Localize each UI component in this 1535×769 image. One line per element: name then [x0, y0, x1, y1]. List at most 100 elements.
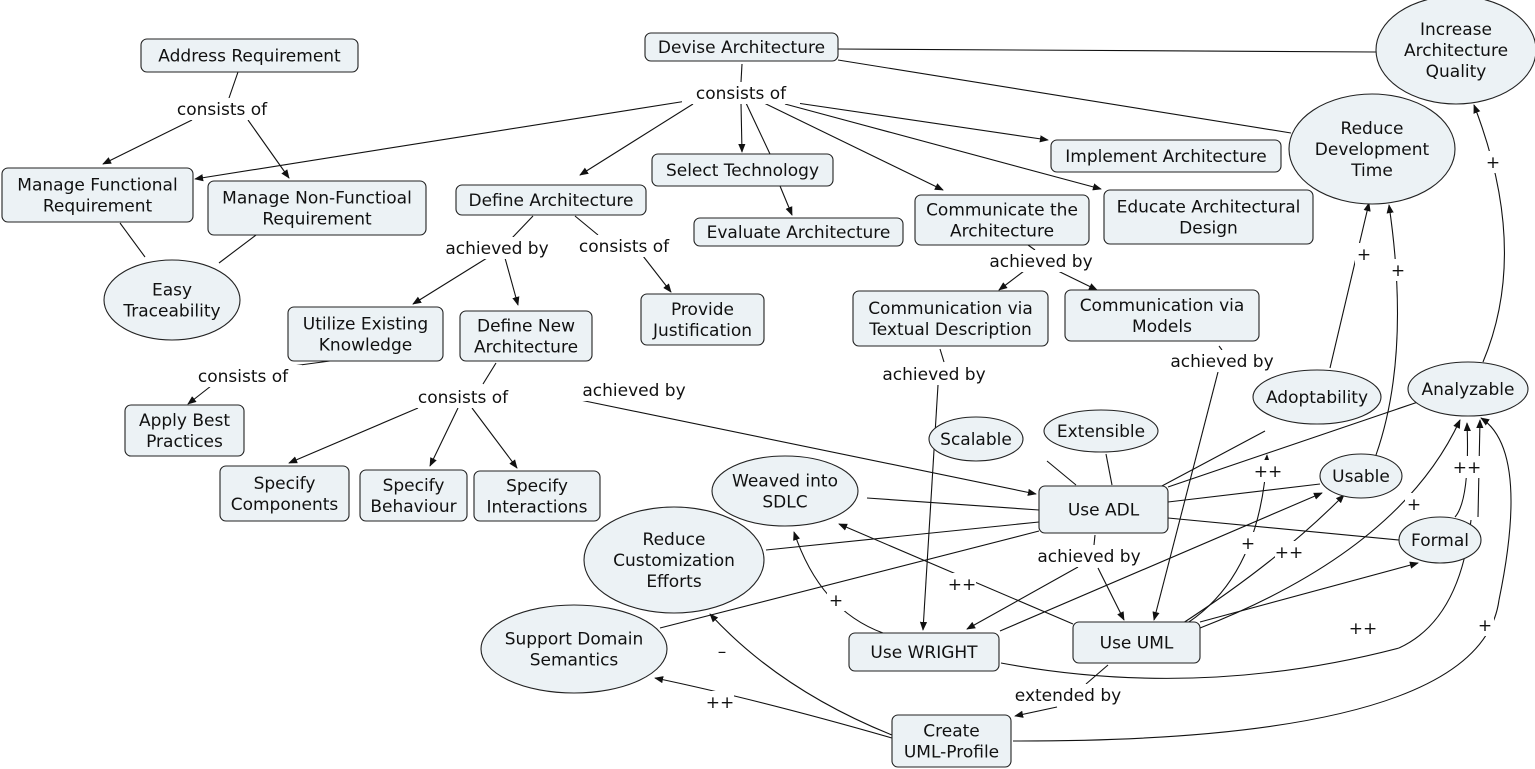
concept-select-technology[interactable]: Select Technology [651, 153, 834, 187]
edge-sign-pl-usable-dev: + [1389, 259, 1407, 281]
concept-shape [219, 465, 350, 522]
concept-shape [459, 310, 593, 362]
concept-use-adl[interactable]: Use ADL [1038, 485, 1169, 534]
connector-line-28 [429, 407, 459, 467]
linking-phrase-consists-devise: consists of [682, 82, 800, 104]
label-text: + [1478, 616, 1492, 636]
edge-sign-pl-profile-cust: – [713, 640, 731, 662]
concept-extensible[interactable]: Extensible [1043, 409, 1159, 453]
label-background [1405, 493, 1423, 515]
label-text: ++ [1453, 458, 1482, 478]
connector-line-42 [659, 530, 1040, 629]
connector-line-52 [999, 492, 1323, 632]
connector-line-48 [1014, 706, 1058, 718]
concept-shape [914, 194, 1090, 246]
concept-shape [891, 714, 1012, 768]
concept-shape [711, 455, 859, 527]
connector-line-29 [471, 407, 518, 469]
concept-analyzable[interactable]: Analyzable [1407, 361, 1529, 417]
concept-shape [644, 32, 839, 62]
concept-use-uml[interactable]: Use UML [1072, 621, 1201, 664]
linking-phrase-achieved-comm: achieved by [982, 250, 1100, 272]
concept-shape [103, 259, 241, 341]
concept-adoptability[interactable]: Adoptability [1252, 369, 1382, 425]
concept-shape [1038, 485, 1169, 534]
connector-line-66 [654, 676, 893, 739]
concept-shape [583, 506, 765, 614]
connector-line-15 [511, 215, 534, 239]
edge-sign-pl-uml-analyz: + [1405, 493, 1423, 515]
label-background [1355, 243, 1373, 265]
concept-shape [1288, 93, 1456, 205]
concept-shape [848, 632, 1000, 672]
concept-scalable[interactable]: Scalable [928, 416, 1024, 462]
concept-devise-architecture[interactable]: Devise Architecture [644, 32, 839, 62]
connector-line-34 [1152, 371, 1219, 621]
concept-address-requirement[interactable]: Address Requirement [140, 38, 359, 73]
concept-formal[interactable]: Formal [1398, 516, 1482, 564]
concept-use-wright[interactable]: Use WRIGHT [848, 632, 1000, 672]
concept-label: Usable [1332, 467, 1390, 487]
connector-line-7 [763, 102, 944, 191]
label-text: + [1241, 534, 1255, 554]
label-background [1239, 532, 1257, 554]
concept-define-architecture[interactable]: Define Architecture [455, 184, 647, 216]
label-text: achieved by [582, 381, 685, 401]
linking-phrase-consists-define: consists of [565, 235, 683, 257]
connector-line-36 [1105, 453, 1113, 486]
concept-label: Adoptability [1266, 388, 1368, 408]
concept-shape [1375, 0, 1535, 105]
connector-line-46 [1097, 567, 1125, 621]
concept-shape [1043, 409, 1159, 453]
edge-sign-pl-uml-adopt: ++ [1254, 460, 1282, 482]
concept-implement-architecture[interactable]: Implement Architecture [1050, 139, 1282, 173]
edge-sign-pl-increase: + [1484, 151, 1502, 173]
label-text: ++ [1349, 619, 1378, 639]
connector-line-9 [784, 103, 1102, 191]
connector-line-39 [866, 497, 1040, 511]
concept-label: Use WRIGHT [870, 643, 978, 663]
concept-label: Devise Architecture [658, 38, 825, 58]
connector-line-32 [919, 384, 939, 631]
label-text: + [1486, 153, 1500, 173]
linking-phrase-achieved-definenew: achieved by [575, 379, 693, 401]
concept-evaluate-architecture[interactable]: Evaluate Architecture [693, 217, 904, 247]
label-background [982, 250, 1100, 272]
label-text: achieved by [445, 239, 548, 259]
connector-line-61 [1180, 454, 1271, 628]
concept-shape [1064, 289, 1260, 342]
linking-phrase-extended-by: extended by [1009, 684, 1127, 706]
concept-usable[interactable]: Usable [1319, 453, 1403, 499]
label-background [1484, 151, 1502, 173]
connector-line-18 [574, 215, 599, 236]
label-background [706, 691, 734, 713]
concept-shape [473, 470, 601, 522]
label-text: + [1407, 495, 1421, 515]
label-text: consists of [418, 388, 509, 408]
